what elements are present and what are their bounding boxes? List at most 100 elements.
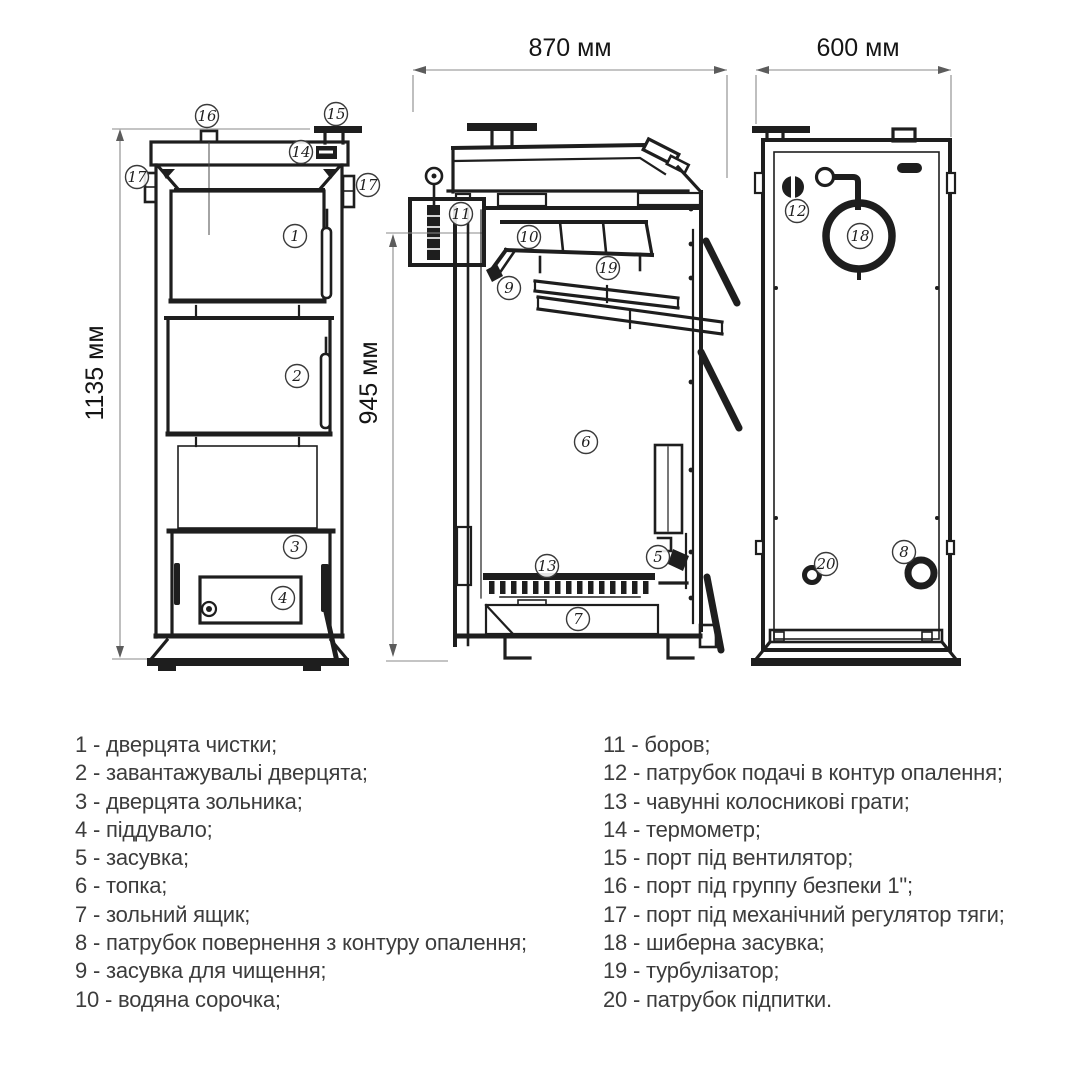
svg-text:19: 19 xyxy=(598,259,618,277)
foot-right xyxy=(666,635,695,660)
legend-item-20: 20 - патрубок підпитки. xyxy=(603,986,832,1012)
side-section-view xyxy=(386,123,743,660)
legend-left-column: 1 - дверцята чистки; 2 - завантажувальі … xyxy=(75,731,595,1014)
supply-connection xyxy=(782,176,804,198)
base xyxy=(147,633,349,671)
callout-12: 12 xyxy=(784,198,810,224)
fan-port xyxy=(314,126,362,145)
chimney-flange xyxy=(467,123,537,148)
front-view xyxy=(143,126,362,671)
svg-text:8: 8 xyxy=(899,543,909,561)
return-connection xyxy=(904,556,938,590)
legend-item-1: 1 - дверцята чистки; xyxy=(75,732,278,757)
callout-19: 19 xyxy=(595,255,621,281)
side-width-dimension: 870 мм xyxy=(412,34,728,178)
svg-text:2: 2 xyxy=(291,367,302,385)
blower-door xyxy=(198,575,303,625)
legend-item-7: 7 - зольний ящик; xyxy=(75,901,251,927)
door-handle-lower xyxy=(703,573,725,654)
callout-17-left: 17 xyxy=(124,164,150,190)
callout-4: 4 xyxy=(270,585,296,611)
svg-text:6: 6 xyxy=(581,433,591,451)
callout-5: 5 xyxy=(645,544,671,570)
legend-item-10: 10 - водяна сорочка; xyxy=(75,986,281,1012)
svg-text:20: 20 xyxy=(815,555,836,573)
callout-8: 8 xyxy=(891,539,917,565)
callout-18: 18 xyxy=(846,222,874,250)
svg-text:12: 12 xyxy=(787,202,806,220)
svg-text:16: 16 xyxy=(197,107,217,125)
back-base xyxy=(751,628,961,666)
svg-text:7: 7 xyxy=(573,610,583,628)
shiber-gate xyxy=(814,166,896,280)
side-height-dimension: 945 мм xyxy=(355,232,482,662)
callout-7: 7 xyxy=(565,606,591,632)
back-width-dimension: 600 мм xyxy=(755,34,952,137)
middle-panel xyxy=(177,445,318,529)
legend-item-5: 5 - засувка; xyxy=(75,845,189,871)
svg-text:11: 11 xyxy=(451,205,470,223)
legend-item-19: 19 - турбулізатор; xyxy=(603,958,780,984)
callout-11: 11 xyxy=(448,201,474,227)
makeup-connection xyxy=(802,565,822,585)
safety-group-port xyxy=(199,129,219,144)
legend-item-18: 18 - шиберна засувка; xyxy=(603,930,825,956)
legend-item-2: 2 - завантажувальі дверцята; xyxy=(75,760,368,786)
legend-item-15: 15 - порт під вентилятор; xyxy=(603,845,854,871)
svg-text:10: 10 xyxy=(519,228,539,246)
legend-item-14: 14 - термометр; xyxy=(603,816,761,842)
legend-item-13: 13 - чавунні колосникові грати; xyxy=(603,788,910,814)
legend-item-4: 4 - піддувало; xyxy=(75,816,213,842)
foot-left xyxy=(503,635,532,660)
callout-20: 20 xyxy=(813,551,839,577)
cleaning-door xyxy=(168,189,333,304)
water-jacket-duct xyxy=(487,220,655,276)
callout-16: 16 xyxy=(194,103,220,129)
callout-14: 14 xyxy=(288,139,314,165)
grate xyxy=(483,573,655,606)
callout-6: 6 xyxy=(573,429,599,455)
legend-item-9: 9 - засувка для чищення; xyxy=(75,958,327,984)
top-notch xyxy=(891,127,917,143)
boiler-technical-drawing: 1135 мм 870 мм 945 мм 600 мм xyxy=(81,34,961,671)
callout-10: 10 xyxy=(516,224,542,250)
draft-regulator-port-left xyxy=(143,171,158,204)
legend-item-11: 11 - боров; xyxy=(603,732,711,757)
blower-knob xyxy=(200,600,218,618)
door-handle-upper xyxy=(702,237,741,307)
svg-text:1: 1 xyxy=(290,227,300,245)
top-cap xyxy=(149,140,350,167)
legend-item-12: 12 - патрубок подачі в контур опалення; xyxy=(603,760,1003,786)
back-view xyxy=(751,126,961,666)
legend-right-column: 11 - боров; 12 - патрубок подачі в конту… xyxy=(603,731,1073,1014)
door-handle-middle xyxy=(697,348,743,432)
callout-2: 2 xyxy=(284,363,310,389)
svg-text:17: 17 xyxy=(127,168,147,186)
ash-door xyxy=(166,528,336,637)
ash-door-handle xyxy=(321,564,329,612)
front-height-label: 1135 мм xyxy=(81,325,109,420)
legend-item-6: 6 - топка; xyxy=(75,873,168,899)
callout-1: 1 xyxy=(282,223,308,249)
svg-text:9: 9 xyxy=(504,279,514,297)
legend-item-3: 3 - дверцята зольника; xyxy=(75,788,303,814)
callouts: 16 15 14 17 17 1 2 3 4 11 10 9 19 6 13 5… xyxy=(124,101,917,632)
legend-item-16: 16 - порт під группу безпеки 1"; xyxy=(603,873,913,899)
back-top-flange xyxy=(752,126,810,142)
legend-item-8: 8 - патрубок повернення з контуру опален… xyxy=(75,930,527,956)
callout-17-right: 17 xyxy=(355,172,381,198)
side-width-label: 870 мм xyxy=(528,34,611,62)
svg-text:18: 18 xyxy=(850,227,869,245)
side-height-label: 945 мм xyxy=(355,341,383,424)
svg-text:13: 13 xyxy=(537,557,556,575)
callout-13: 13 xyxy=(534,553,560,579)
vent-slot xyxy=(897,163,922,173)
svg-text:4: 4 xyxy=(277,589,288,607)
callout-15: 15 xyxy=(323,101,349,127)
slide-gate xyxy=(653,443,689,590)
thermometer xyxy=(316,146,337,159)
svg-text:14: 14 xyxy=(291,143,310,161)
svg-text:17: 17 xyxy=(358,176,378,194)
back-width-label: 600 мм xyxy=(816,34,899,62)
